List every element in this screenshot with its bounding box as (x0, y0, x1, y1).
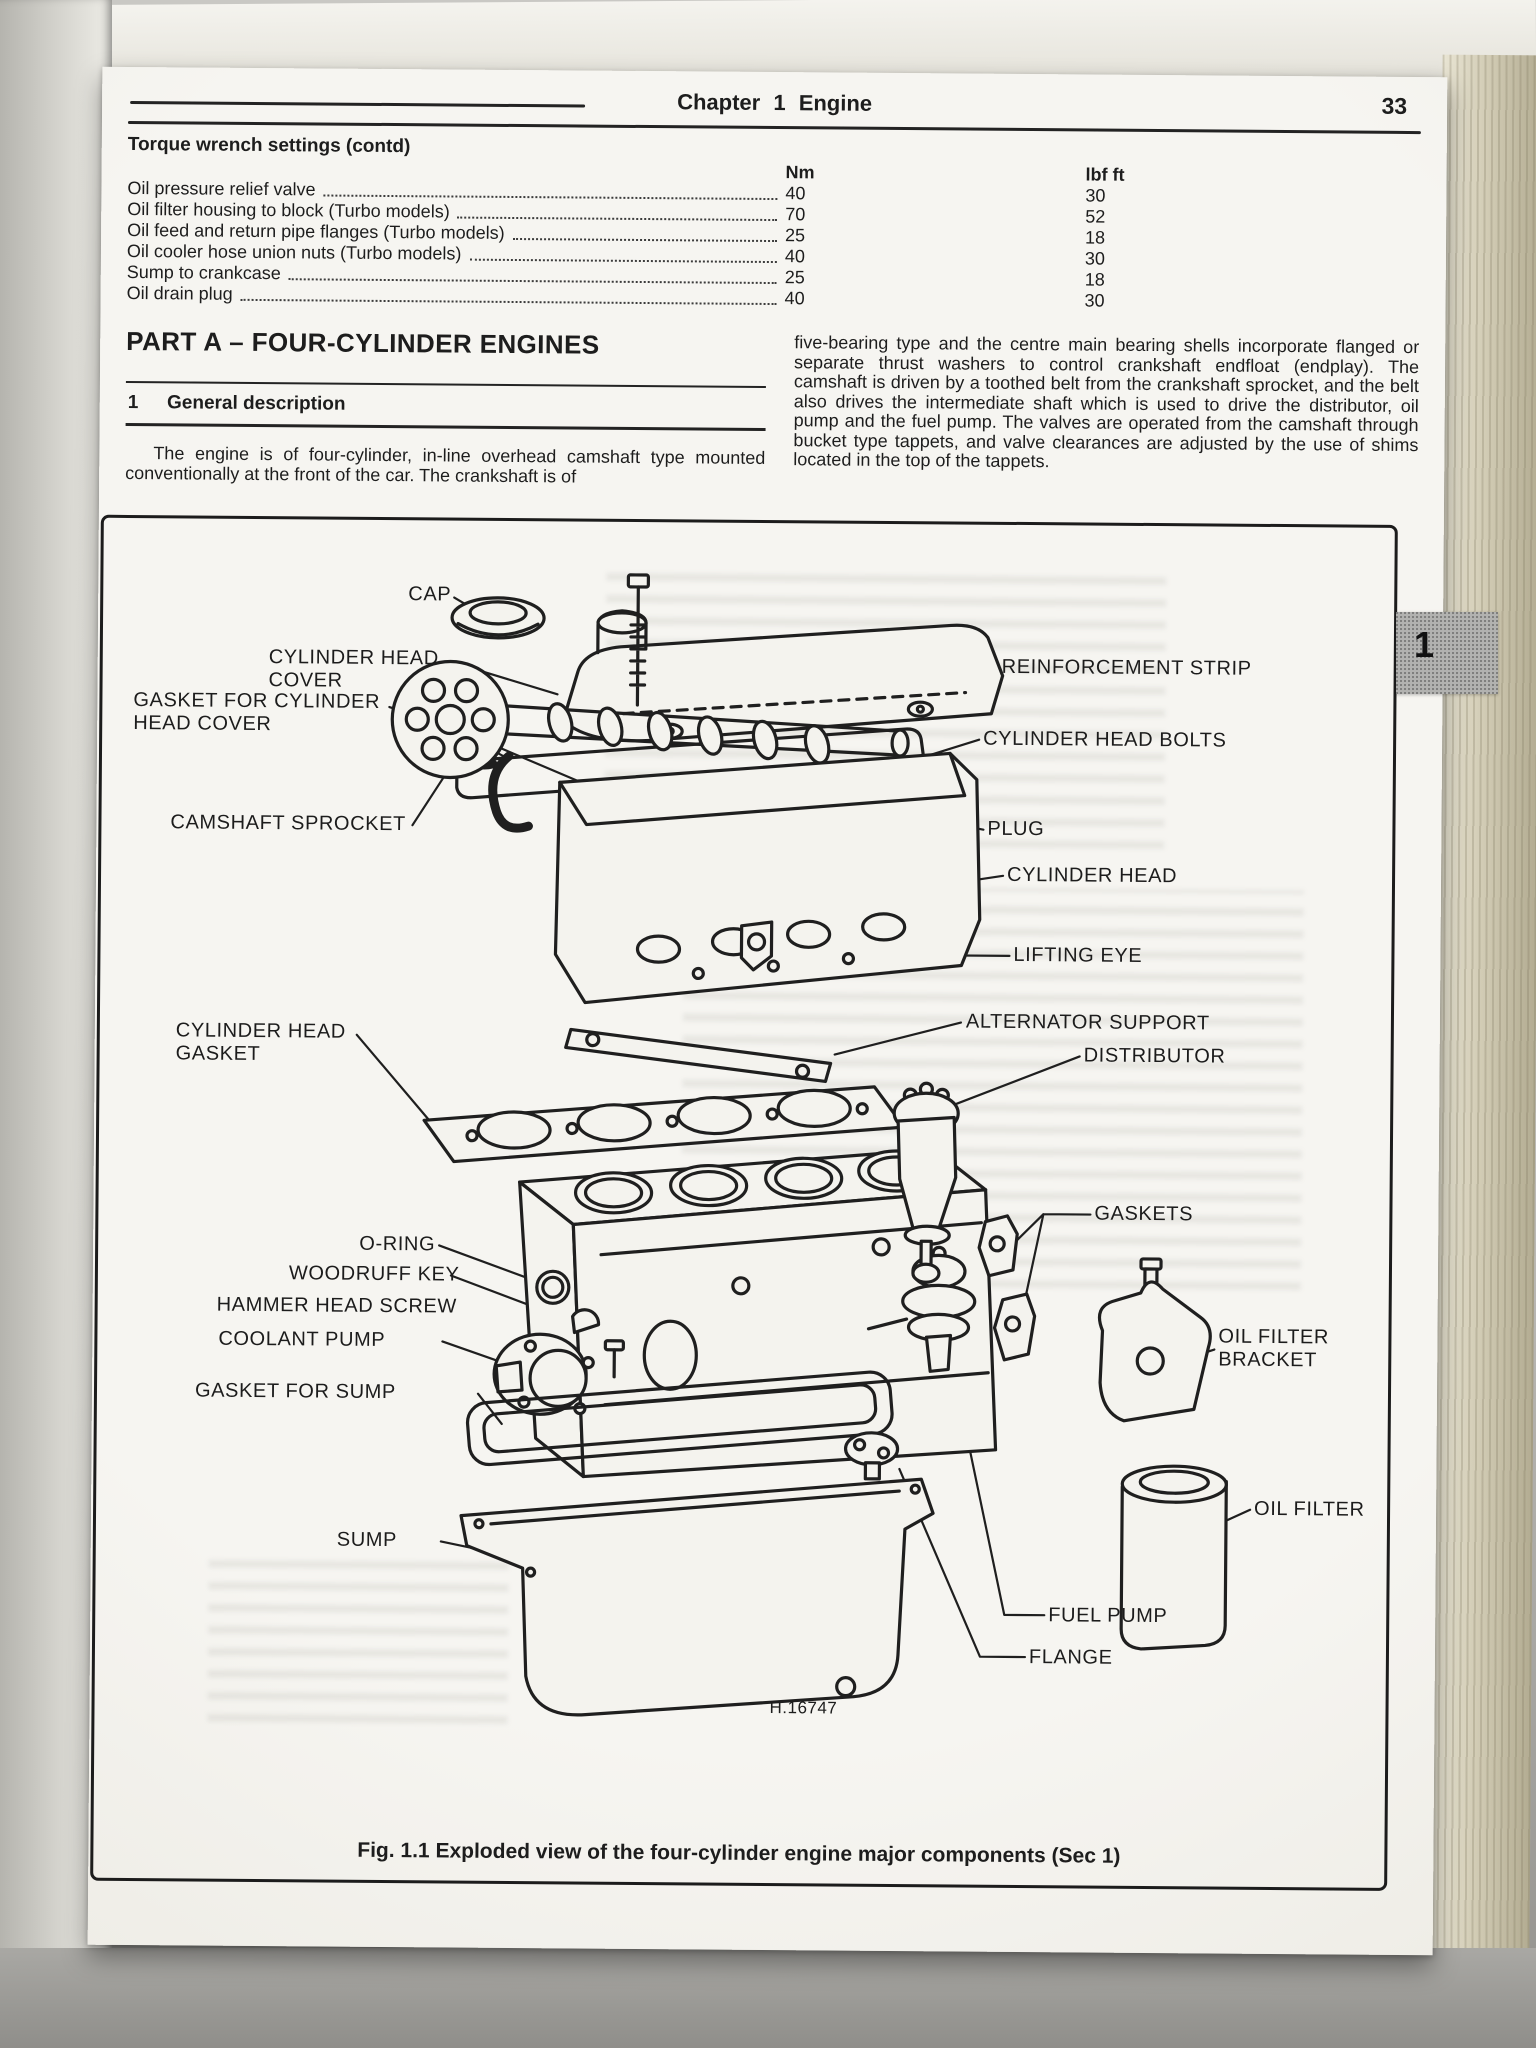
dotted-leader (288, 268, 777, 285)
dotted-leader (457, 206, 778, 222)
nm-value: 70 (785, 204, 806, 225)
intro-paragraph-left: The engine is of four-cylinder, in-line … (125, 443, 766, 486)
row-label: Oil filter housing to block (Turbo model… (127, 198, 450, 222)
alternator-support-part (564, 1027, 833, 1084)
label-alternator-support: ALTERNATOR SUPPORT (965, 1010, 1210, 1035)
label-gaskets: GASKETS (1094, 1202, 1194, 1226)
col-header-nm: Nm (785, 162, 815, 183)
label-cylinder-head: CYLINDER HEAD (1006, 863, 1178, 888)
label-gasket-for-sump: GASKET FOR SUMP (194, 1379, 396, 1404)
figure-canvas: CAP CYLINDER HEAD COVER GASKET FOR CYLIN… (96, 521, 1392, 1885)
label-sump: SUMP (336, 1528, 398, 1552)
right-column: five-bearing type and the centre main be… (793, 327, 1419, 511)
lbf-value: 52 (1085, 206, 1106, 227)
label-camshaft-sprocket: CAMSHAFT SPROCKET (170, 811, 406, 836)
label-oil-filter: OIL FILTER (1254, 1497, 1365, 1521)
section-number: 1 (127, 391, 139, 414)
hammer-head-screw-part (603, 1339, 625, 1379)
dotted-leader (240, 288, 777, 306)
engine-exploded-drawing (355, 573, 1252, 1717)
cylinder-head-gasket-part (422, 1085, 906, 1164)
label-flange: FLANGE (1028, 1646, 1113, 1669)
nm-value: 25 (785, 225, 806, 246)
row-label: Oil drain plug (126, 282, 233, 304)
fuel-pump-part (866, 1245, 977, 1373)
woodruff-key-part (570, 1308, 601, 1335)
figure-caption: Fig. 1.1 Exploded view of the four-cylin… (357, 1838, 1121, 1868)
lbf-value: 30 (1084, 290, 1105, 311)
part-a-heading: PART A – FOUR-CYLINDER ENGINES (126, 325, 600, 360)
section-title: General description (166, 392, 346, 415)
oil-filter-part (1119, 1464, 1228, 1651)
label-plug: PLUG (987, 817, 1045, 841)
label-lifting-eye: LIFTING EYE (1013, 943, 1143, 967)
figure-1-1-box: CAP CYLINDER HEAD COVER GASKET FOR CYLIN… (90, 514, 1398, 1891)
label-cap: CAP (408, 583, 452, 606)
header-rule-bottom (127, 120, 1421, 135)
manual-page: Chapter 1 Engine 33 Torque wrench settin… (87, 66, 1448, 1956)
label-gasket-for-cylinder-head-cover: GASKET FOR CYLINDER HEAD COVER (133, 689, 381, 735)
nm-value: 40 (785, 183, 806, 204)
row-label: Oil cooler hose union nuts (Turbo models… (126, 240, 462, 264)
label-o-ring: O-RING (359, 1232, 436, 1256)
col-header-lbf: lbf ft (1085, 164, 1125, 185)
section-tab: 1 (1396, 612, 1498, 694)
flange-part (843, 1431, 900, 1481)
label-coolant-pump: COOLANT PUMP (218, 1327, 386, 1352)
sump-part (459, 1477, 935, 1717)
nm-value: 25 (784, 267, 805, 288)
dotted-leader (323, 184, 778, 201)
cap-part (450, 596, 546, 640)
dotted-leader (512, 227, 778, 243)
o-ring-part (535, 1269, 571, 1305)
row-label: Oil pressure relief valve (127, 177, 316, 200)
intro-paragraph-right: five-bearing type and the centre main be… (793, 332, 1420, 472)
page-stack-lines (1429, 54, 1536, 1956)
two-column-text: PART A – FOUR-CYLINDER ENGINES 1 General… (125, 322, 1419, 511)
lbf-value: 18 (1085, 227, 1106, 248)
page-number: 33 (1381, 92, 1408, 119)
section-tab-number: 1 (1414, 624, 1435, 665)
torque-settings-table: Torque wrench settings (contd) Nm lbf ft… (127, 133, 1421, 314)
nm-value: 40 (784, 246, 806, 267)
label-woodruff-key: WOODRUFF KEY (288, 1262, 460, 1286)
gaskets-part (977, 1214, 1037, 1362)
camshaft-sprocket-part (390, 659, 510, 780)
drawing-reference: H.16747 (769, 1698, 838, 1718)
cylinder-head-part (553, 751, 982, 1005)
page-header: Chapter 1 Engine 33 (127, 79, 1421, 135)
label-fuel-pump: FUEL PUMP (1048, 1604, 1168, 1628)
row-label: Sump to crankcase (126, 261, 281, 284)
page-stack-edge (1429, 54, 1536, 1956)
label-distributor: DISTRIBUTOR (1083, 1044, 1226, 1068)
lbf-value: 30 (1085, 185, 1106, 206)
cylinder-head-cover-part (561, 609, 1005, 743)
label-hammer-head-screw: HAMMER HEAD SCREW (216, 1293, 457, 1318)
lifting-eye-part (739, 920, 774, 972)
left-column: PART A – FOUR-CYLINDER ENGINES 1 General… (125, 322, 766, 506)
lbf-value: 30 (1084, 248, 1106, 269)
label-cylinder-head-cover: CYLINDER HEAD COVER (268, 646, 439, 692)
label-reinforcement-strip: REINFORCEMENT STRIP (1001, 655, 1252, 680)
oil-filter-bracket-part (1097, 1257, 1212, 1423)
lbf-value: 18 (1084, 269, 1105, 290)
page-content: Chapter 1 Engine 33 Torque wrench settin… (88, 67, 1447, 1892)
nm-value: 40 (784, 288, 805, 309)
label-cylinder-head-bolts: CYLINDER HEAD BOLTS (983, 727, 1227, 752)
section-header: 1 General description (125, 380, 766, 431)
row-label: Oil feed and return pipe flanges (Turbo … (127, 219, 505, 243)
table-surface (0, 1948, 1536, 2048)
distributor-part (892, 1081, 960, 1284)
gasket-for-sump-part (465, 1370, 894, 1467)
chapter-title: Chapter 1 Engine (677, 89, 873, 116)
dotted-leader (469, 248, 777, 264)
label-oil-filter-bracket: OIL FILTER BRACKET (1218, 1325, 1330, 1372)
label-cylinder-head-gasket: CYLINDER HEAD GASKET (175, 1019, 346, 1065)
